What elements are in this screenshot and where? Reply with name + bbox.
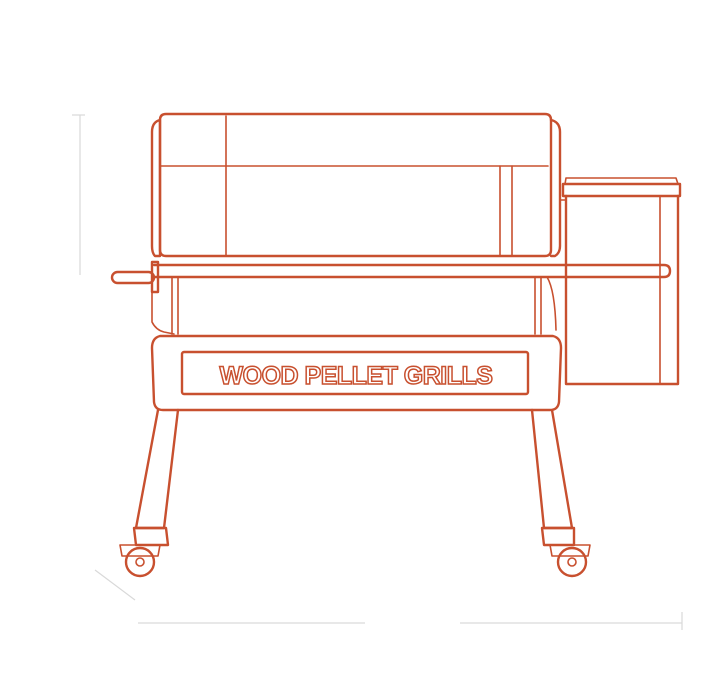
left-leg [132,408,180,547]
grill-lid [150,112,562,258]
right-leg [530,408,576,547]
front-panel [150,334,563,412]
right-caster-wheel [549,544,591,578]
left-caster-wheel [119,544,161,578]
dimension-guides [72,114,683,630]
pellet-hopper [559,177,682,386]
grill-barrel-body [151,276,557,335]
panel-lettering: WOOD PELLET GRILLS [220,362,493,390]
front-handle-bar [110,260,672,294]
